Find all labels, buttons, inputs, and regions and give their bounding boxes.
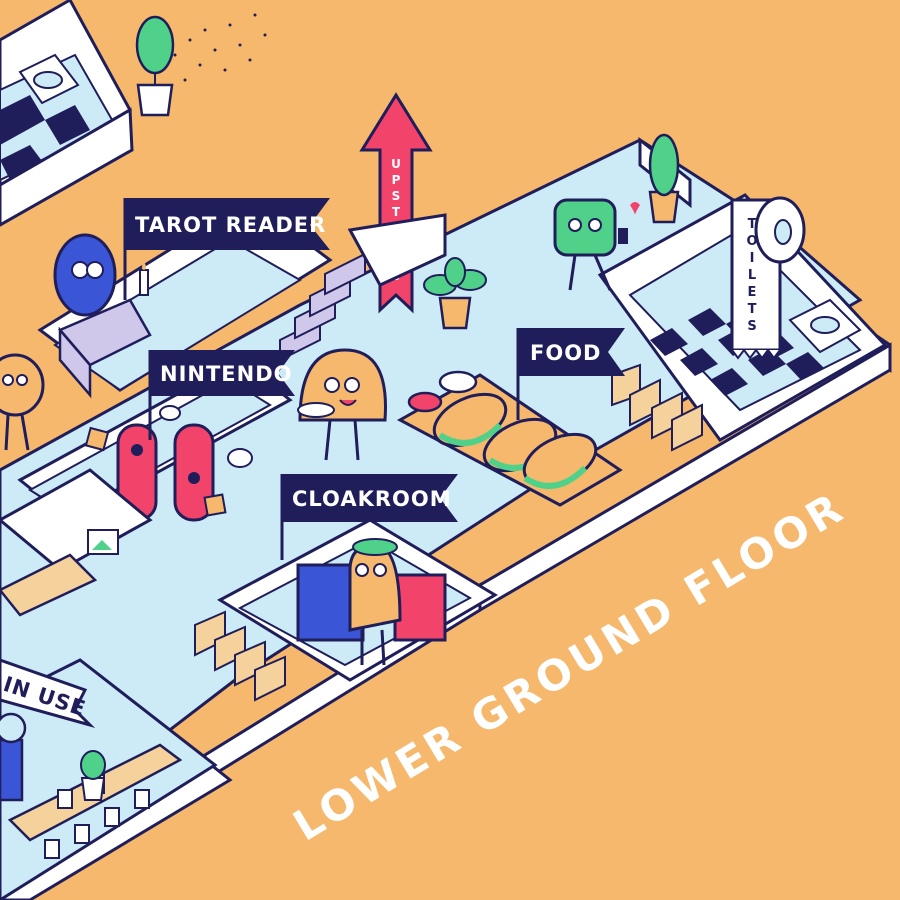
svg-text:I: I [750, 251, 755, 266]
cloakroom [216, 518, 498, 682]
plant-icon [80, 750, 106, 801]
sign-cloakroom: CLOAKROOM [280, 474, 458, 560]
plant-icon [423, 257, 487, 330]
candle-icon [139, 262, 149, 296]
sign-nintendo-label: NINTENDO [160, 362, 293, 386]
green-character [553, 198, 640, 291]
sign-tarot-reader: TAROT READER [123, 198, 330, 300]
food-area [396, 370, 623, 507]
svg-text:T: T [392, 205, 401, 219]
water-cooler-icon [0, 712, 27, 802]
sign-tarot-label: TAROT READER [135, 213, 326, 237]
sign-food-label: FOOD [530, 341, 601, 365]
sink-icon [788, 298, 862, 354]
left-character [0, 353, 45, 451]
toilets-label: T O I L E T S [746, 217, 757, 334]
sink-icon [18, 53, 80, 105]
svg-text:T: T [748, 302, 757, 317]
left-room [0, 468, 153, 617]
switch-controller-icon [116, 423, 215, 522]
toilet-roll-icon: T O I L E T S [730, 196, 806, 360]
svg-text:L: L [748, 268, 756, 283]
top-left-room [0, 0, 134, 227]
sign-food: FOOD [516, 328, 625, 420]
cloak-attendant [348, 538, 402, 666]
sauce-bowl-icon [407, 370, 478, 413]
plant-icon [135, 15, 175, 117]
checker-floor-topleft [0, 95, 90, 180]
svg-text:U: U [391, 157, 401, 171]
tarot-reader-character [53, 233, 117, 317]
sign-cloakroom-label: CLOAKROOM [292, 487, 452, 511]
dice-icon [84, 426, 227, 517]
taco-character [297, 348, 387, 461]
svg-text:P: P [392, 173, 401, 187]
svg-text:E: E [748, 285, 757, 300]
sign-nintendo: NINTENDO [148, 350, 295, 440]
taco-icon [432, 392, 598, 489]
svg-text:O: O [746, 234, 757, 249]
svg-text:T: T [748, 217, 757, 232]
toilets-room: T O I L E T S [597, 193, 888, 442]
decor-dots [173, 13, 267, 82]
desks-cloakroom [194, 610, 286, 702]
picture-frame-icon [87, 529, 119, 555]
svg-text:S: S [392, 189, 401, 203]
plant-icon [648, 133, 680, 224]
svg-text:S: S [747, 319, 756, 334]
bottom-left-room [0, 658, 218, 900]
